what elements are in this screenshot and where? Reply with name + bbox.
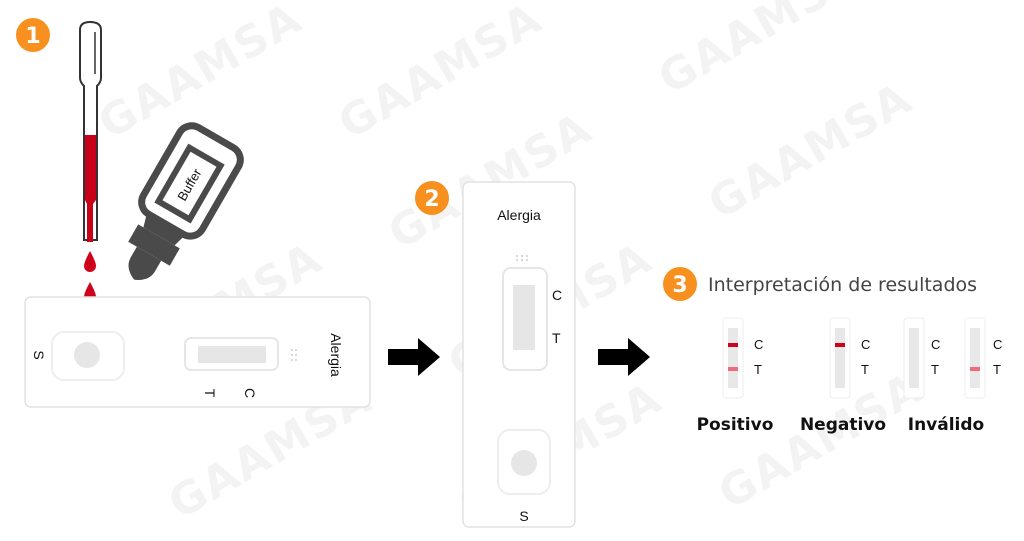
test-label: T [202, 389, 218, 398]
test-label: T [552, 330, 561, 346]
sample-well [74, 342, 100, 368]
result-strip-invalid-empty: C T [903, 317, 940, 399]
control-label: C [861, 337, 870, 352]
watermark: GAAMSA [650, 0, 871, 105]
result-label-invalid: Inválido [908, 415, 984, 435]
watermark: GAAMSA [330, 0, 551, 150]
test-label: T [861, 362, 869, 377]
control-label: C [754, 337, 763, 352]
step-number: 1 [25, 24, 40, 49]
result-label-positive: Positivo [697, 415, 774, 435]
test-cassette-vertical [462, 181, 576, 528]
control-label: C [242, 388, 258, 398]
step-number: 2 [424, 187, 439, 212]
result-strip-invalid-test-only: C T [964, 317, 1002, 399]
control-line [728, 343, 738, 347]
test-line [970, 367, 980, 371]
result-label-negative: Negativo [800, 415, 886, 435]
step-3: 3 Interpretación de resultados C T C T C… [663, 267, 1002, 435]
control-line [835, 343, 845, 347]
test-line [728, 367, 738, 371]
result-strip-negative: C T [829, 317, 870, 399]
step-2: 2 Alergia C T S [415, 181, 576, 528]
arrow-right-icon [598, 338, 650, 376]
sample-well [511, 450, 537, 476]
pipette-icon [79, 20, 102, 242]
step-number: 3 [672, 273, 687, 298]
arrow-right-icon [388, 338, 440, 376]
test-label: T [754, 362, 762, 377]
step-badge [16, 18, 50, 52]
sample-label: S [31, 350, 47, 359]
step-badge [415, 181, 449, 215]
test-label: T [931, 362, 939, 377]
result-window [198, 346, 266, 363]
result-strip-positive: C T [722, 317, 763, 399]
step-badge [663, 267, 697, 301]
test-label: T [993, 362, 1001, 377]
cassette-name: Alergia [497, 207, 541, 223]
control-label: C [993, 337, 1002, 352]
cassette-name: Alergia [328, 333, 344, 377]
watermark: GAAMSA [700, 72, 921, 229]
buffer-bottle-icon: Buffer [128, 122, 244, 280]
control-label: C [931, 337, 940, 352]
sample-label: S [519, 508, 528, 524]
step-1: 1 Buffer S T [16, 18, 371, 408]
test-cassette-horizontal: S T C Alergia [24, 296, 371, 408]
result-window [513, 285, 535, 350]
results-title: Interpretación de resultados [708, 274, 977, 296]
control-label: C [552, 287, 562, 303]
